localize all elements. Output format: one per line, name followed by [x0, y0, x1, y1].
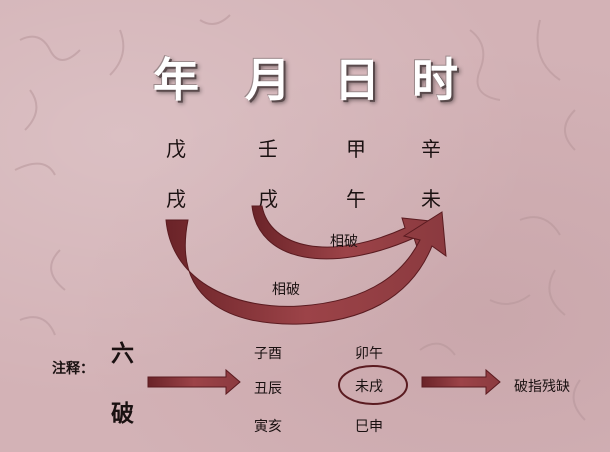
stem-hour: 辛	[421, 137, 441, 161]
note-label: 注释：	[52, 361, 94, 377]
highlight-circle	[338, 365, 408, 405]
pair-right-3: 巳申	[355, 419, 383, 435]
legend-title-top: 六	[111, 341, 134, 367]
branch-day: 午	[346, 187, 366, 211]
pillar-hour-heading: 时	[412, 53, 458, 107]
stem-month: 壬	[258, 137, 278, 161]
pair-right-2-highlighted: 未戌	[355, 379, 383, 395]
outer-arrow-label: 相破	[272, 282, 300, 298]
legend-title-bottom: 破	[111, 401, 134, 427]
branch-hour: 未	[421, 187, 441, 211]
legend-arrow-left	[147, 368, 241, 396]
branch-month: 戌	[258, 187, 278, 211]
pillar-day-heading: 日	[334, 53, 380, 107]
legend-arrow-right	[421, 368, 501, 396]
break-meaning-text: 破指残缺	[514, 379, 570, 395]
pair-left-3: 寅亥	[254, 419, 282, 435]
stem-year: 戊	[166, 137, 186, 161]
pair-left-1: 子酉	[254, 346, 282, 362]
pair-right-1: 卯午	[355, 346, 383, 362]
stem-day: 甲	[346, 137, 366, 161]
inner-arrow-label: 相破	[330, 234, 358, 250]
pillar-month-heading: 月	[245, 53, 291, 107]
pillar-year-heading: 年	[153, 53, 199, 107]
branch-year: 戌	[166, 187, 186, 211]
pair-left-2: 丑辰	[254, 381, 282, 397]
outer-break-arrow	[165, 211, 447, 325]
